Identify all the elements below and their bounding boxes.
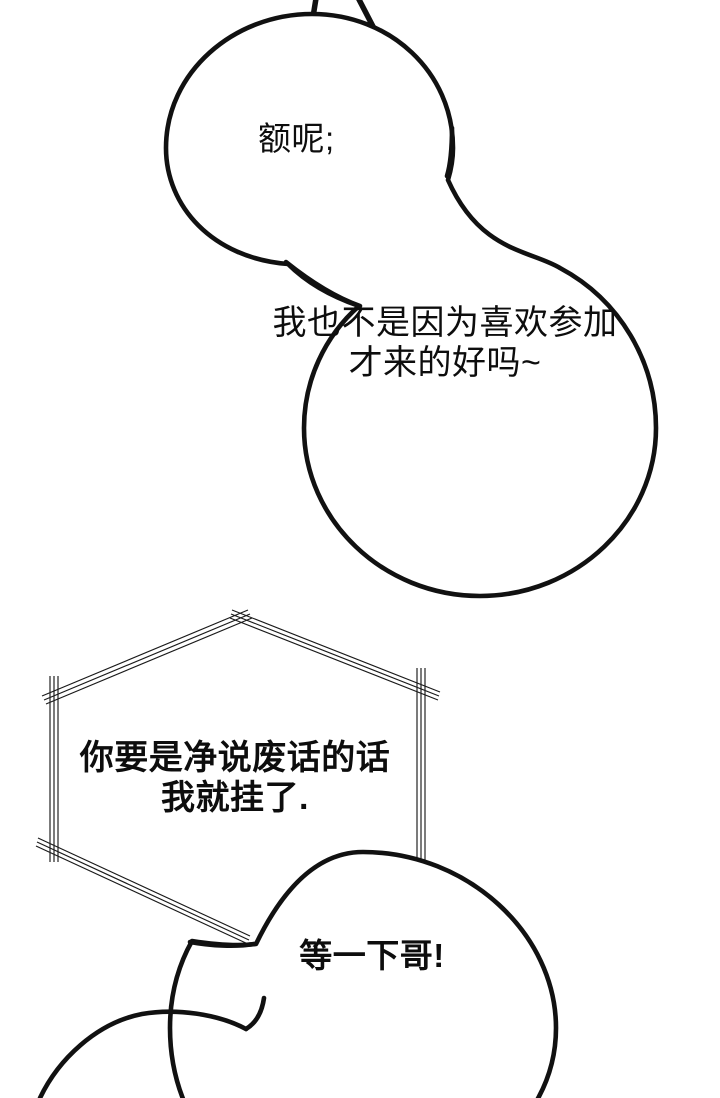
bubble-junction-right xyxy=(444,125,455,179)
bubble-partial-body xyxy=(37,1009,249,1098)
bubble-group-hexagon xyxy=(35,609,441,945)
dialogue-text-nonsense: 你要是净说废话的话 我就挂了. xyxy=(79,739,391,818)
bubble-wait-notch xyxy=(187,939,257,949)
hexagon-edge-top-right xyxy=(229,609,441,701)
bubble-group-gourd xyxy=(163,0,659,599)
dialogue-text-join: 我也不是因为喜欢参加 才来的好吗~ xyxy=(272,304,618,383)
bubble-group-partial-bottom-left xyxy=(37,995,267,1098)
hexagon-fill xyxy=(50,616,421,931)
hexagon-edge-top-left xyxy=(41,609,253,705)
bubble-group-wait xyxy=(167,849,559,1098)
bubble-partial-notch xyxy=(243,995,267,1032)
bubble-eh-join-body xyxy=(163,11,659,599)
dialogue-text-wait: 等一下哥! xyxy=(299,937,445,974)
dialogue-text-eh: 额呢; xyxy=(258,120,335,157)
hexagon-edge-bottom-left xyxy=(35,837,251,945)
hexagon-edge-left xyxy=(49,676,59,862)
bubble-junction-left xyxy=(283,259,363,309)
